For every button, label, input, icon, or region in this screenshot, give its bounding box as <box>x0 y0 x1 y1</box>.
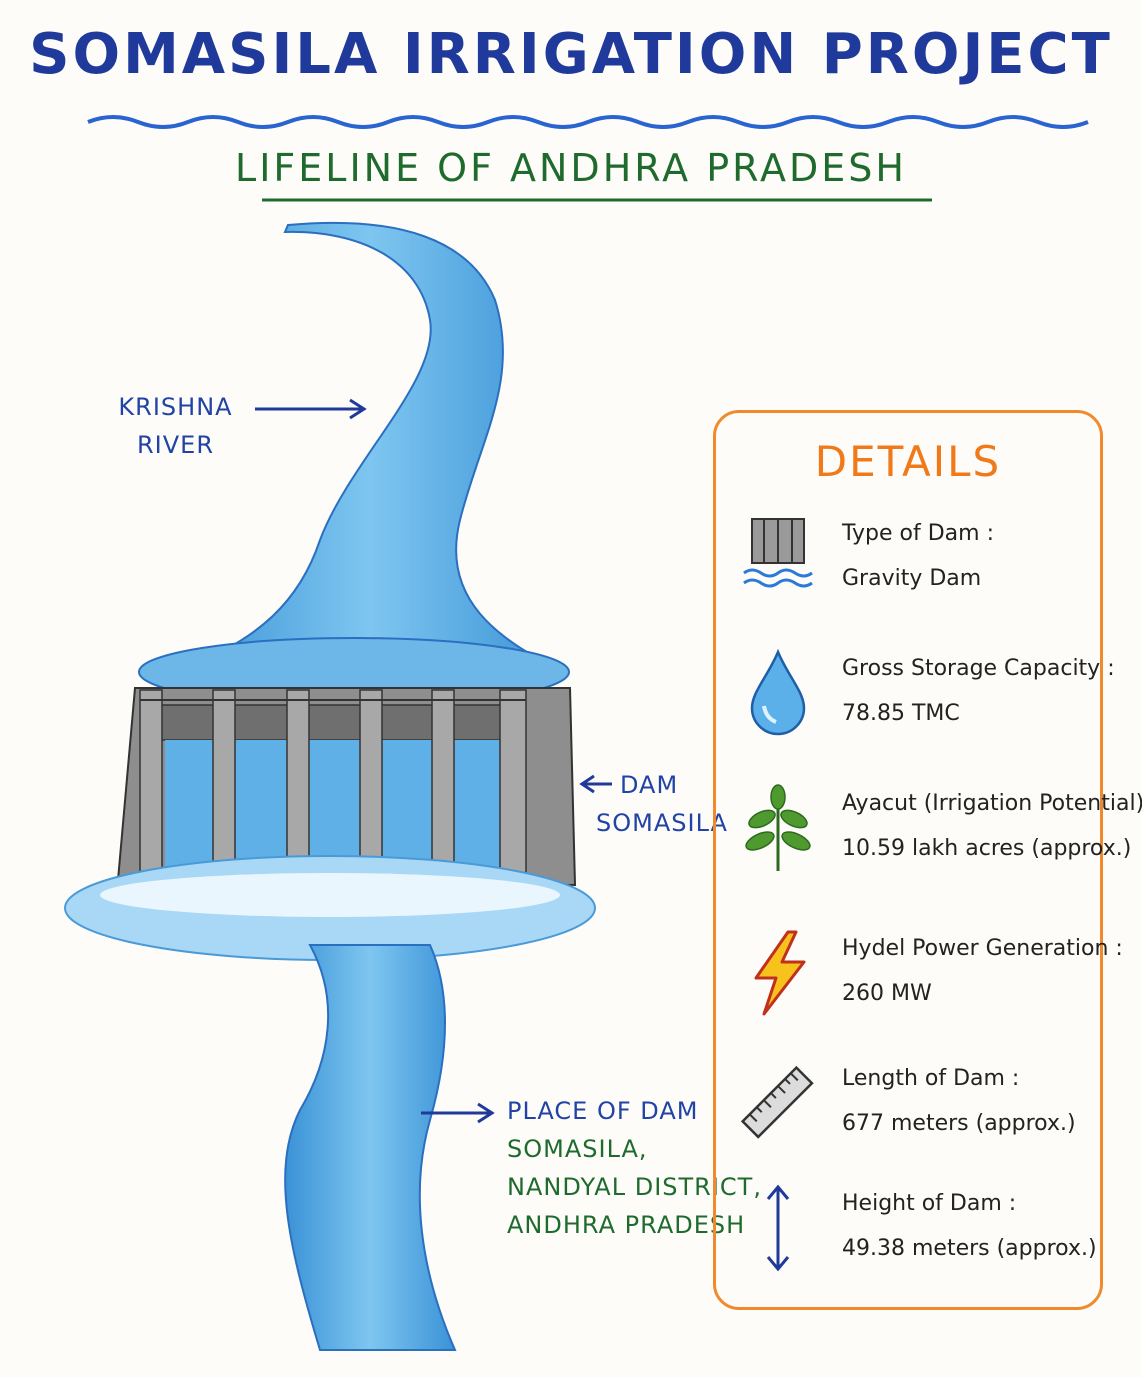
detail-value: 10.59 lakh acres (approx.) <box>842 836 1132 861</box>
detail-storage-capacity: Gross Storage Capacity : 78.85 TMC <box>716 648 1115 758</box>
gravity-dam-icon <box>738 513 818 603</box>
detail-label: Ayacut (Irrigation Potential) : <box>842 791 1142 816</box>
detail-label: Length of Dam : <box>842 1066 1020 1091</box>
leaf-icon <box>738 783 818 873</box>
detail-ayacut: Ayacut (Irrigation Potential) : 10.59 la… <box>716 783 1142 893</box>
detail-value: 677 meters (approx.) <box>842 1111 1076 1136</box>
detail-hydel-power: Hydel Power Generation : 260 MW <box>716 928 1123 1038</box>
dam-arrow <box>579 774 612 794</box>
dam-label-line2: SOMASILA <box>596 809 728 837</box>
place-line3: ANDHRA PRADESH <box>507 1211 746 1239</box>
lower-river <box>284 944 457 1351</box>
dam-structure <box>116 687 577 887</box>
details-panel: DETAILS Type of Dam : Gravity Dam Gross … <box>713 410 1142 1310</box>
detail-length: Length of Dam : 677 meters (approx.) <box>716 1058 1100 1168</box>
details-heading: DETAILS <box>814 437 1002 486</box>
ruler-icon <box>738 1058 818 1148</box>
lightning-icon <box>738 928 818 1018</box>
detail-type-of-dam: Type of Dam : Gravity Dam <box>716 513 1100 623</box>
detail-label: Gross Storage Capacity : <box>842 656 1115 681</box>
detail-label: Height of Dam : <box>842 1191 1017 1216</box>
river-arrow <box>255 398 367 420</box>
title-wave-underline <box>87 115 1089 129</box>
place-line1: SOMASILA, <box>507 1135 648 1163</box>
river-label-line2: RIVER <box>136 431 214 459</box>
place-label: PLACE OF DAM SOMASILA, NANDYAL DISTRICT,… <box>507 1092 762 1244</box>
page-subtitle: LIFELINE OF ANDHRA PRADESH <box>235 146 907 190</box>
place-heading: PLACE OF DAM <box>507 1097 699 1125</box>
detail-value: 49.38 meters (approx.) <box>842 1236 1097 1261</box>
detail-value: 78.85 TMC <box>842 701 960 726</box>
detail-label: Type of Dam : <box>842 521 994 546</box>
river-label-line1: KRISHNA <box>118 393 233 421</box>
water-drop-icon <box>738 648 818 738</box>
detail-height: Height of Dam : 49.38 meters (approx.) <box>716 1183 1100 1293</box>
page-title: SOMASILA IRRIGATION PROJECT <box>29 22 1113 87</box>
vertical-arrow-icon <box>738 1183 818 1273</box>
place-arrow <box>421 1102 495 1124</box>
detail-value: Gravity Dam <box>842 566 982 591</box>
upper-river <box>179 221 561 671</box>
river-label: KRISHNA RIVER <box>118 388 233 464</box>
place-line2: NANDYAL DISTRICT, <box>507 1173 762 1201</box>
detail-label: Hydel Power Generation : <box>842 936 1123 961</box>
detail-value: 260 MW <box>842 981 932 1006</box>
dam-label-line1: DAM <box>620 771 679 799</box>
dam-label: DAM SOMASILA <box>596 766 728 842</box>
